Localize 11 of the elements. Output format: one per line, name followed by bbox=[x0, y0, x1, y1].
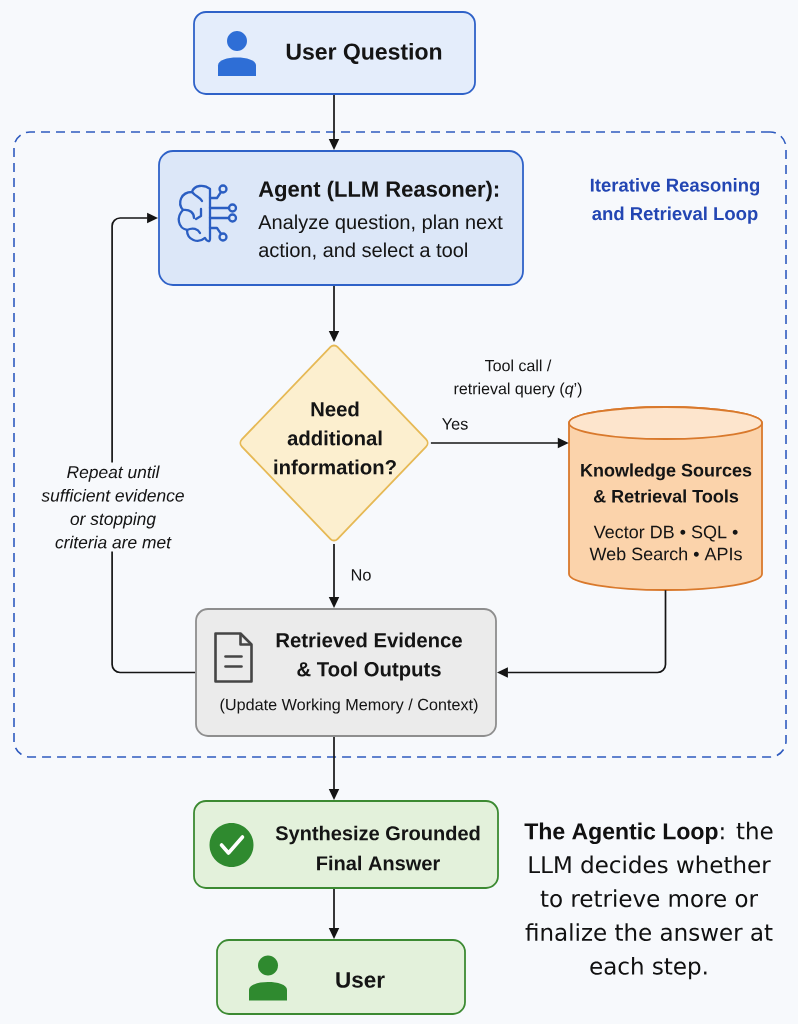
process-box: Synthesize Grounded Final Answer bbox=[193, 800, 499, 889]
edge-label: Yes bbox=[442, 418, 468, 430]
edge-label: No bbox=[351, 569, 371, 581]
rounded-box: User bbox=[216, 939, 466, 1015]
database-cylinder: Knowledge Sources & Retrieval Tools Vector DB • SQL • Web Search • APIs bbox=[568, 406, 763, 591]
edge-label: Repeat until sufficient evidence or stopping criteria are met bbox=[36, 462, 190, 552]
process-box: Retrieved Evidence & Tool Outputs (Update Working Memory / Context) bbox=[195, 608, 497, 737]
process-box: Agent (LLM Reasoner): Analyze question, plan next action, and select a tool bbox=[158, 150, 524, 286]
arrow-annotation: Tool call / retrieval query (q’) bbox=[454, 359, 582, 398]
caption-text: The Agentic Loop: the LLM decides whether to retrieve more or finalize the answer at each step. bbox=[524, 821, 773, 980]
rounded-box: User Question bbox=[193, 11, 476, 95]
